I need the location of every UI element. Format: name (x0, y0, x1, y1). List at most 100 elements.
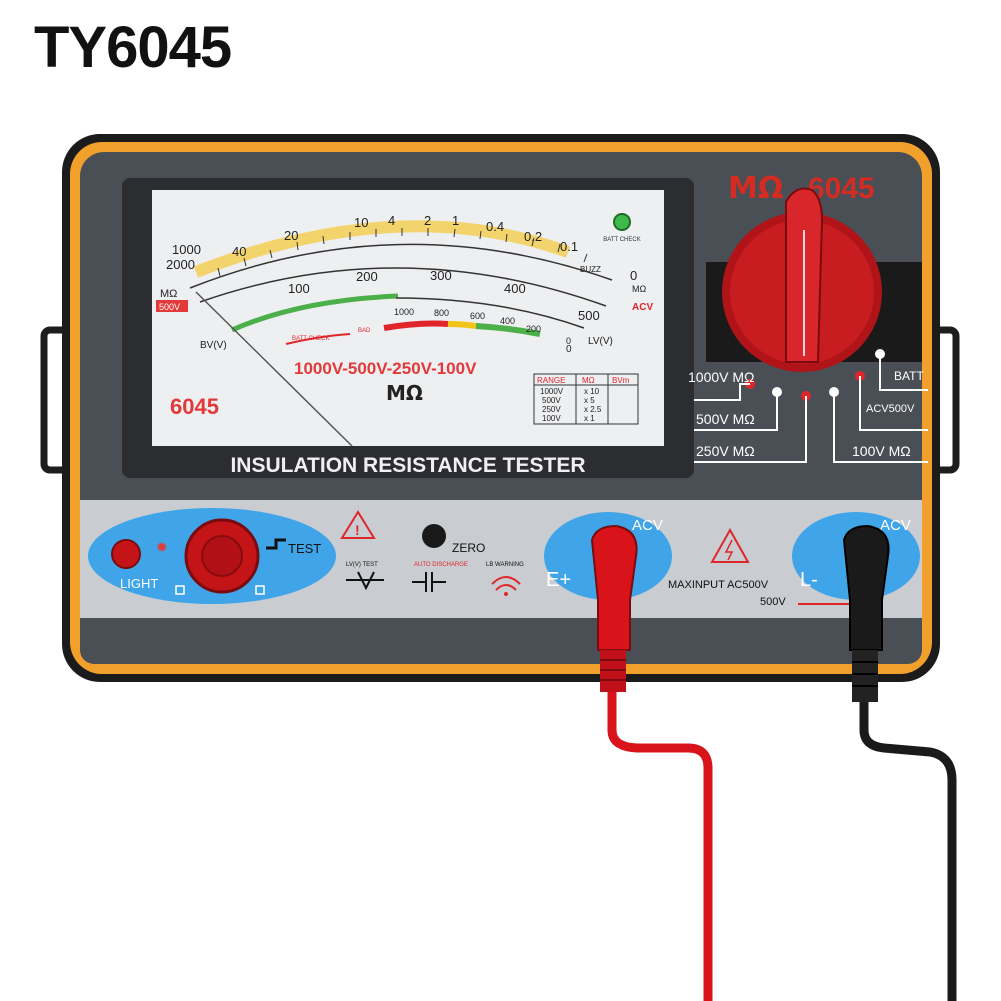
lock-icon (255, 585, 265, 595)
black-lead-cable (859, 700, 957, 1001)
meter-500v-label: 500V (159, 302, 180, 312)
l-terminal-label: L- (800, 569, 818, 591)
black-lead-plug[interactable] (842, 524, 890, 651)
scale-label-40: 40 (232, 244, 246, 259)
lb-warning-label: LB WARNING (486, 562, 524, 568)
scale-label-4: 4 (388, 213, 395, 228)
black-lead-ribs (852, 661, 878, 687)
meter-right-unit: MΩ (632, 284, 646, 294)
bottom-scale-labels: 1000 800 600 400 200 0 (394, 307, 571, 346)
bottom-label-0: 0 (566, 336, 571, 346)
product-title: TY6045 (34, 15, 232, 80)
outer-scale-arc (189, 243, 613, 289)
scale-label-1: 1 (452, 213, 459, 228)
red-lead-plug[interactable] (590, 524, 638, 651)
zero-knob[interactable] (422, 524, 446, 548)
meter-bv-label: BV(V) (200, 340, 227, 351)
meter-500v-tag (156, 300, 188, 312)
acv-left-label: ACV (632, 517, 663, 534)
range-table-header-bv: BVm (612, 376, 630, 385)
selector-positions: 1000V MΩ 500V MΩ 250V MΩ 100V MΩ ACV500V… (688, 349, 928, 463)
selector-label-500v: 500V MΩ (696, 411, 755, 427)
red-lead-cable (607, 690, 713, 1001)
bottom-label-200: 200 (526, 324, 541, 334)
selector-label-batt: BATT (894, 369, 924, 383)
green-scale-band (230, 293, 399, 333)
test-button-center (201, 535, 243, 577)
warning-icon-mark: ! (355, 522, 360, 538)
batt-check-label: BATT CHECK (603, 237, 640, 243)
light-button[interactable] (111, 539, 141, 569)
max-input-value: 500V (760, 596, 786, 608)
inner-label-300: 300 (430, 268, 452, 283)
red-band (383, 320, 449, 331)
brand-unit: MΩ (728, 171, 783, 206)
selector-label-1000v: 1000V MΩ (688, 369, 755, 385)
meter-face (152, 190, 664, 446)
auto-discharge-icon (412, 572, 446, 592)
meter-needle (195, 291, 353, 447)
range-table-mult-100v: x 1 (584, 414, 595, 423)
batt-check-led (613, 213, 631, 231)
meter-lv-zero: 0 (566, 344, 572, 355)
scale-label-10: 10 (354, 215, 368, 230)
lb-warning-icon (491, 576, 521, 591)
selector-label-250v: 250V MΩ (696, 443, 755, 459)
lv-test-label: LV(V) TEST (346, 562, 378, 568)
range-table-row-1000v: 1000V (540, 387, 564, 396)
scale-label-2000: 2000 (166, 257, 195, 272)
range-table-mult-250v: x 2.5 (584, 405, 602, 414)
inner-label-100: 100 (288, 281, 310, 296)
meter-bad-label: BAD (358, 328, 371, 334)
max-input-label: MAXINPUT AC500V (668, 579, 769, 591)
high-voltage-bolt (724, 539, 734, 561)
inner-label-200: 200 (356, 269, 378, 284)
meter-lv-label: LV(V) (588, 336, 613, 347)
inner-label-500: 500 (578, 308, 600, 323)
e-terminal-label: E+ (546, 569, 571, 591)
yellow-band (447, 321, 477, 329)
scale-label-20: 20 (284, 228, 298, 243)
auto-discharge-label: AUTO DISCHARGE (414, 562, 468, 568)
lv-test-icon (346, 571, 384, 591)
acv-right-label: ACV (880, 517, 911, 534)
selector-label-acv500v: ACV500V (866, 403, 915, 415)
middle-scale-arc (199, 267, 607, 307)
batt-check-band (285, 333, 351, 345)
bottom-label-400: 400 (500, 316, 515, 326)
light-sun-icon: ✹ (156, 539, 168, 555)
selector-label-100v: 100V MΩ (852, 443, 911, 459)
bottom-label-800: 800 (434, 308, 449, 318)
outer-scale-labels: 1000 2000 40 20 10 4 2 1 0.4 0.2 0.1 (166, 213, 578, 272)
meter-zero-label: 0 (630, 268, 637, 283)
high-voltage-icon (710, 527, 750, 563)
range-table-row-500v: 500V (542, 396, 561, 405)
range-table-header-mohm: MΩ (582, 376, 595, 385)
range-table-header-range: RANGE (537, 376, 565, 385)
meter-batt-check-scale: BATT CHECK (292, 336, 329, 342)
yellow-scale-band (193, 220, 571, 278)
warning-icon (340, 510, 376, 539)
bottom-label-1000: 1000 (394, 307, 414, 317)
scale-label-0.4: 0.4 (486, 219, 504, 234)
black-lead-boot (852, 650, 878, 702)
range-table-mult-500v: x 5 (584, 396, 595, 405)
scale-label-0.1: 0.1 (560, 239, 578, 254)
test-lock-symbol (266, 538, 286, 550)
meter-left-unit: MΩ (160, 288, 177, 300)
scale-label-2: 2 (424, 213, 431, 228)
inner-label-400: 400 (504, 281, 526, 296)
indicator-row: LV(V) TEST AUTO DISCHARGE LB WARNING (346, 562, 524, 596)
meter-unit: MΩ (386, 381, 423, 405)
meter-ranges-line: 1000V-500V-250V-100V (294, 359, 477, 378)
panel-bottom-strip (80, 618, 922, 664)
device-label: INSULATION RESISTANCE TESTER (230, 454, 585, 477)
zero-label: ZERO (452, 541, 485, 555)
red-lead-ribs (600, 659, 626, 681)
bottom-scale-arc (395, 297, 585, 329)
range-table-row-250v: 250V (542, 405, 561, 414)
meter-acv-label: ACV (632, 302, 653, 313)
bottom-label-600: 600 (470, 311, 485, 321)
scale-label-1000: 1000 (172, 242, 201, 257)
scale-ticks (217, 228, 588, 277)
